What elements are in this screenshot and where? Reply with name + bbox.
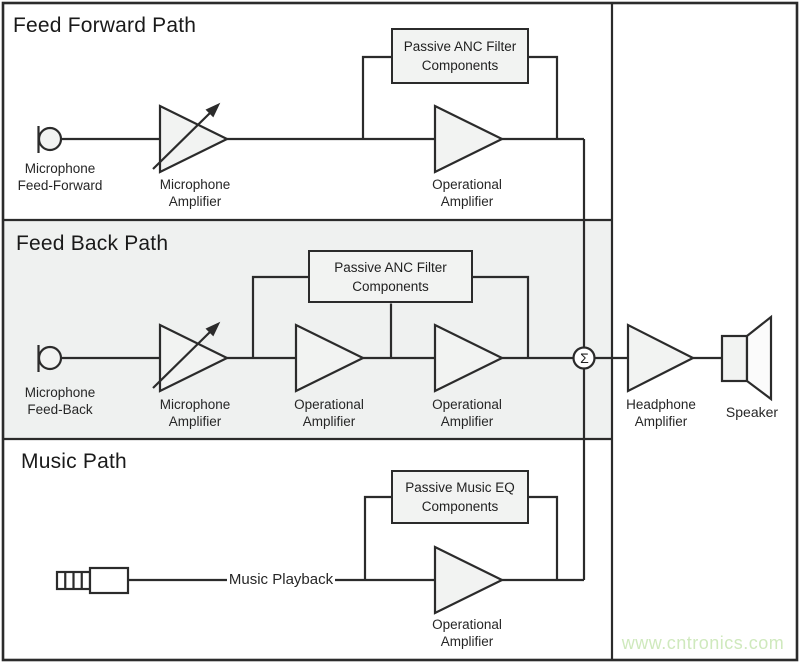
label-line2: Amplifier <box>440 414 494 429</box>
fb-op-amplifier-2-icon <box>433 323 505 393</box>
summation-node <box>572 346 596 370</box>
box-label-line1: Passive ANC Filter <box>403 39 517 54</box>
music-playback-label: Music Playback <box>227 570 335 590</box>
label-line1: Microphone <box>24 385 96 400</box>
fb-mic-amplifier-icon <box>152 321 230 393</box>
label-line2: Amplifier <box>634 414 688 429</box>
box-label-line2: Components <box>352 278 429 294</box>
ff-op-amplifier-icon <box>433 104 505 174</box>
label-line2: Amplifier <box>440 194 494 209</box>
label-line1: Microphone <box>24 161 96 176</box>
label-line2: Feed-Forward <box>17 178 103 193</box>
feed-back-title: Feed Back Path <box>16 232 169 255</box>
label-line2: Amplifier <box>168 194 222 209</box>
ff-mic-amp-label: Microphone Amplifier <box>135 176 255 210</box>
headphone-amplifier-icon <box>626 323 696 393</box>
label-line2: Amplifier <box>440 634 494 649</box>
watermark-text: www.cntronics.com <box>621 633 785 653</box>
box-label-line2: Components <box>421 499 499 514</box>
label-line1: Operational <box>432 397 502 412</box>
label-line1: Headphone <box>626 397 696 412</box>
fb-op-amplifier-1-icon <box>294 323 366 393</box>
fb-microphone-icon <box>37 345 63 372</box>
fb-op-amp-2-label: Operational Amplifier <box>407 396 527 430</box>
ff-passive-anc-filter-box: Passive ANC Filter Components <box>391 28 529 84</box>
speaker-icon <box>720 314 773 402</box>
label-line1: Operational <box>432 617 502 632</box>
music-passive-eq-box: Passive Music EQ Components <box>391 470 529 524</box>
ff-op-amp-label: Operational Amplifier <box>407 176 527 210</box>
ff-microphone-label: Microphone Feed-Forward <box>5 160 115 194</box>
label-line1: Operational <box>294 397 364 412</box>
feed-forward-title: Feed Forward Path <box>13 14 197 37</box>
label-line2: Feed-Back <box>27 402 93 417</box>
label-line2: Amplifier <box>302 414 356 429</box>
audio-jack-icon <box>55 566 130 595</box>
fb-microphone-label: Microphone Feed-Back <box>5 384 115 418</box>
headphone-amp-label: Headphone Amplifier <box>601 396 721 430</box>
fb-passive-anc-filter-box: Passive ANC Filter Components <box>308 250 473 303</box>
music-title: Music Path <box>21 450 127 473</box>
label-line2: Amplifier <box>168 414 222 429</box>
box-label-line1: Passive ANC Filter <box>334 259 447 275</box>
summation-symbol: Σ <box>580 349 589 366</box>
music-op-amp-label: Operational Amplifier <box>407 616 527 650</box>
fb-mic-amp-label: Microphone Amplifier <box>135 396 255 430</box>
music-op-amplifier-icon <box>433 545 505 615</box>
label-line1: Microphone <box>159 397 231 412</box>
box-label-line2: Components <box>421 58 499 73</box>
ff-signal-line <box>61 55 559 141</box>
label-line1: Operational <box>432 177 502 192</box>
ff-microphone-icon <box>37 126 63 153</box>
label-line1: Microphone <box>159 177 231 192</box>
fb-op-amp-1-label: Operational Amplifier <box>269 396 389 430</box>
ff-mic-amplifier-icon <box>152 102 230 174</box>
speaker-label: Speaker <box>725 404 779 420</box>
box-label-line1: Passive Music EQ <box>405 480 515 495</box>
